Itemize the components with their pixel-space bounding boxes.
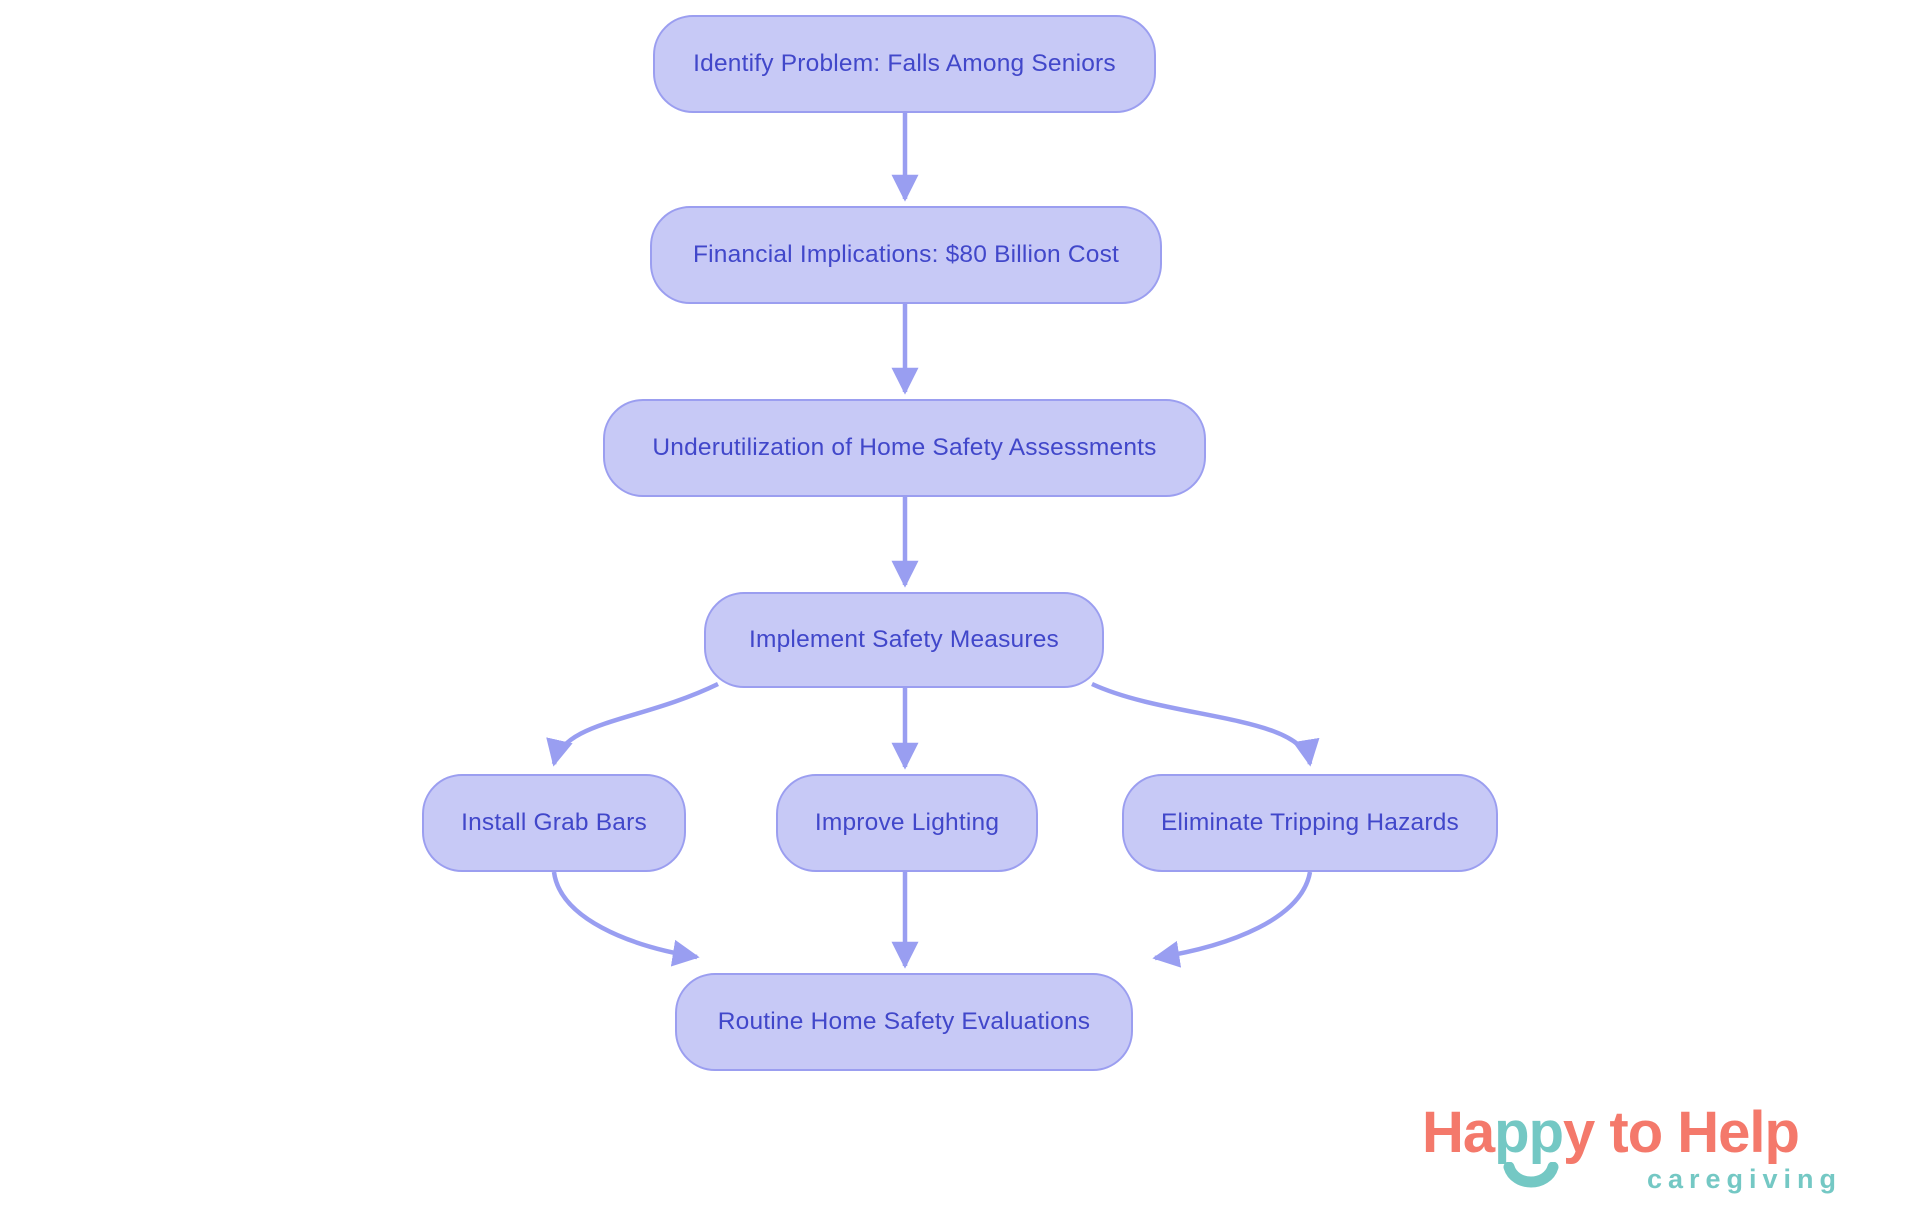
edge-implement-to-grab-bars — [546, 681, 719, 767]
logo-part-pp: pp — [1494, 1104, 1564, 1188]
logo-part-ytohelp: y to Help — [1563, 1100, 1800, 1165]
smile-icon — [1503, 1162, 1559, 1188]
flow-node-label: Install Grab Bars — [461, 809, 647, 836]
flow-node-label: Routine Home Safety Evaluations — [717, 1008, 1091, 1035]
flow-node-label: Eliminate Tripping Hazards — [1161, 809, 1459, 836]
flow-node-label: Financial Implications: $80 Billion Cost — [692, 241, 1120, 268]
flow-node-evaluations: Routine Home Safety Evaluations — [675, 973, 1133, 1071]
flow-node-financial: Financial Implications: $80 Billion Cost — [650, 206, 1162, 304]
flow-node-implement: Implement Safety Measures — [704, 592, 1104, 688]
flow-node-underutilization: Underutilization of Home Safety Assessme… — [603, 399, 1206, 497]
flow-node-label: Identify Problem: Falls Among Seniors — [693, 50, 1116, 77]
logo-part-ha: Ha — [1422, 1100, 1495, 1165]
logo-tagline: caregiving — [1646, 1164, 1842, 1194]
flow-node-label: Improve Lighting — [814, 809, 1000, 836]
edge-implement-to-hazards — [1091, 681, 1320, 767]
flow-node-grab-bars: Install Grab Bars — [422, 774, 686, 872]
flow-node-label: Underutilization of Home Safety Assessme… — [652, 434, 1157, 461]
flow-node-hazards: Eliminate Tripping Hazards — [1122, 774, 1498, 872]
edge-grab-bars-to-evaluations — [551, 871, 700, 967]
flow-node-problem: Identify Problem: Falls Among Seniors — [653, 15, 1156, 113]
edge-hazards-to-evaluations — [1152, 871, 1313, 968]
flow-node-lighting: Improve Lighting — [776, 774, 1038, 872]
flow-node-label: Implement Safety Measures — [748, 626, 1060, 653]
